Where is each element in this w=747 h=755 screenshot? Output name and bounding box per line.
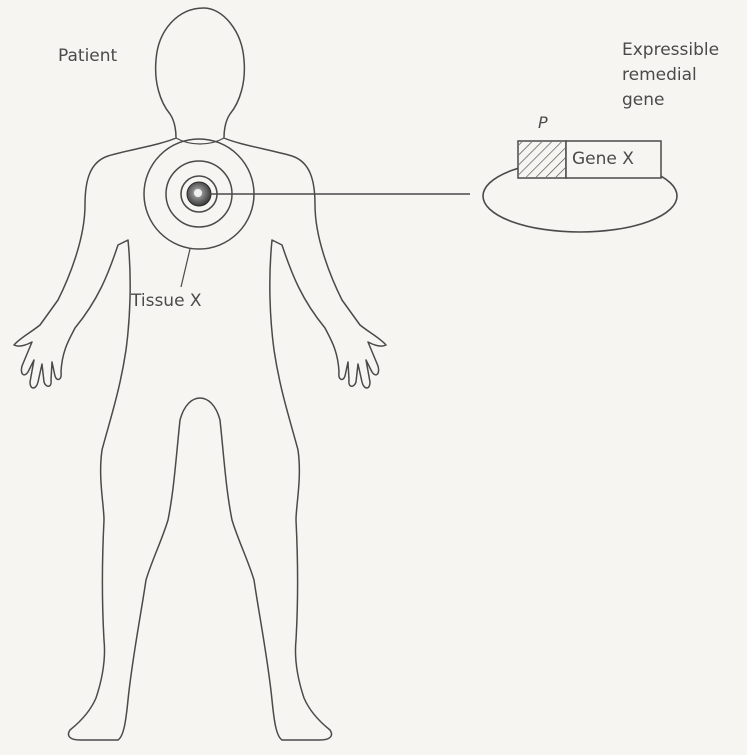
gene-label: Gene X bbox=[572, 148, 634, 170]
expressible-line-1: Expressible bbox=[622, 38, 746, 63]
tissue-leader-line bbox=[181, 249, 190, 287]
patient-label: Patient bbox=[58, 45, 117, 67]
patient-body-outline bbox=[14, 8, 386, 740]
expressible-line-3: gene bbox=[622, 88, 746, 113]
expressible-line-2: remedial bbox=[622, 63, 746, 88]
tissue-label: Tissue X bbox=[131, 290, 202, 312]
cell-nucleus-highlight bbox=[194, 189, 202, 197]
expressible-gene-label: Expressible remedial gene bbox=[622, 38, 746, 113]
promoter-hatch bbox=[519, 142, 565, 177]
promoter-label: P bbox=[538, 112, 548, 134]
